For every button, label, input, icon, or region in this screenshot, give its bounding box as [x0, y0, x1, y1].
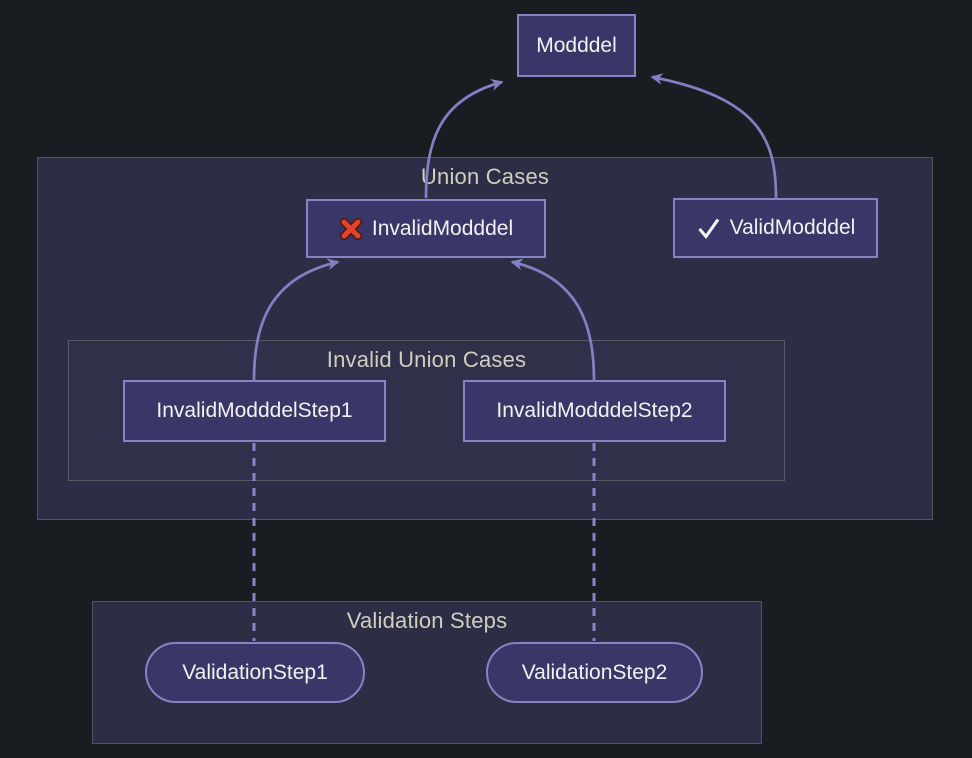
node-invalid-modddel-step1: InvalidModddelStep1 [123, 380, 386, 442]
node-validation-step2: ValidationStep2 [486, 642, 703, 703]
node-validation-step1: ValidationStep1 [145, 642, 365, 703]
cluster-invalid-union-cases-title: Invalid Union Cases [326, 347, 527, 372]
node-valid-modddel-label: ValidModddel [729, 216, 856, 239]
node-invalid-modddel-step2: InvalidModddelStep2 [463, 380, 726, 442]
node-invalid-modddel-label: InvalidModddel [371, 216, 514, 240]
node-invalid-modddel-step1-label: InvalidModddelStep1 [156, 399, 353, 422]
node-validation-step2-label: ValidationStep2 [521, 660, 668, 684]
node-modddel-label: Modddel [536, 33, 617, 57]
node-modddel: Modddel [517, 14, 636, 77]
red-cross-icon [339, 217, 362, 240]
node-validation-step1-label: ValidationStep1 [182, 660, 328, 684]
node-valid-modddel: ValidModddel [673, 198, 878, 258]
cluster-union-cases-title: Union Cases [420, 164, 550, 189]
node-invalid-modddel: InvalidModddel [306, 199, 546, 258]
node-invalid-modddel-step2-label: InvalidModddelStep2 [496, 399, 693, 422]
cluster-validation-steps-title: Validation Steps [346, 608, 508, 633]
check-icon [697, 218, 719, 240]
